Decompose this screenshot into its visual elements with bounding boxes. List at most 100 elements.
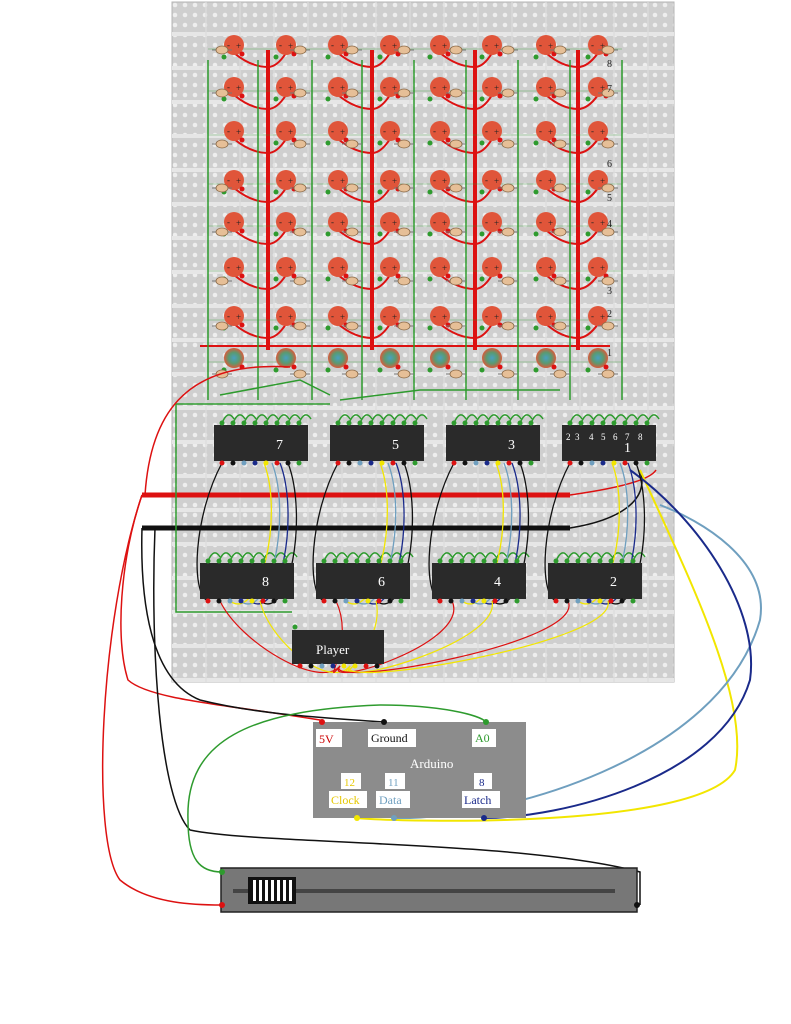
resistor xyxy=(215,321,229,331)
chip-label-1: 1 xyxy=(624,441,631,456)
svg-text:-: - xyxy=(331,262,334,272)
svg-text:+: + xyxy=(340,176,345,186)
svg-text:-: - xyxy=(485,311,488,321)
svg-text:+: + xyxy=(600,127,605,137)
slider-knob[interactable] xyxy=(248,877,296,904)
chip1-pin-label-3: 3 xyxy=(575,432,580,442)
resistor xyxy=(345,139,359,149)
led xyxy=(328,257,348,277)
svg-text:-: - xyxy=(331,175,334,185)
chip-1: 1 2 3 4 5 6 7 8 xyxy=(562,425,656,461)
resistor xyxy=(501,183,515,193)
led xyxy=(276,306,296,326)
resistor xyxy=(601,227,615,237)
led xyxy=(328,77,348,97)
resistor xyxy=(293,183,307,193)
resistor xyxy=(345,227,359,237)
led xyxy=(588,257,608,277)
svg-text:-: - xyxy=(279,217,282,227)
matrix-power-wiring xyxy=(200,50,610,350)
resistor xyxy=(449,45,463,55)
svg-text:-: - xyxy=(591,40,594,50)
resistor xyxy=(215,227,229,237)
led xyxy=(276,212,296,232)
svg-text:+: + xyxy=(600,83,605,93)
svg-text:-: - xyxy=(227,311,230,321)
svg-text:-: - xyxy=(227,217,230,227)
chip-label-8: 8 xyxy=(262,575,269,590)
svg-text:-: - xyxy=(433,262,436,272)
svg-text:-: - xyxy=(485,217,488,227)
resistor xyxy=(501,276,515,286)
resistor xyxy=(601,276,615,286)
svg-text:+: + xyxy=(392,312,397,322)
svg-text:-: - xyxy=(227,175,230,185)
svg-text:-: - xyxy=(331,82,334,92)
rgb-led xyxy=(276,348,296,368)
resistor xyxy=(501,139,515,149)
resistor xyxy=(345,321,359,331)
svg-text:+: + xyxy=(340,127,345,137)
led xyxy=(536,121,556,141)
svg-text:+: + xyxy=(392,218,397,228)
arduino-ground-label: Ground xyxy=(371,731,408,745)
led xyxy=(588,121,608,141)
resistor xyxy=(293,321,307,331)
resistor xyxy=(397,276,411,286)
resistor xyxy=(553,369,567,379)
resistor xyxy=(449,321,463,331)
svg-text:+: + xyxy=(392,263,397,273)
resistor xyxy=(293,45,307,55)
svg-text:+: + xyxy=(548,83,553,93)
svg-text:+: + xyxy=(392,83,397,93)
svg-text:-: - xyxy=(539,217,542,227)
resistor xyxy=(553,183,567,193)
svg-text:+: + xyxy=(288,41,293,51)
led xyxy=(430,77,450,97)
chip-3: 3 xyxy=(446,425,540,461)
led xyxy=(482,212,502,232)
resistor xyxy=(215,183,229,193)
resistor xyxy=(397,183,411,193)
led xyxy=(482,35,502,55)
chip-7: 7 xyxy=(214,425,308,461)
resistor-array xyxy=(212,45,618,379)
resistor xyxy=(501,321,515,331)
chip-label-2: 2 xyxy=(610,575,617,590)
led xyxy=(276,170,296,190)
led xyxy=(536,257,556,277)
svg-text:-: - xyxy=(331,40,334,50)
led xyxy=(588,306,608,326)
chip-4: 4 xyxy=(432,563,526,599)
svg-text:-: - xyxy=(433,126,436,136)
svg-text:+: + xyxy=(442,218,447,228)
svg-text:+: + xyxy=(548,218,553,228)
arduino-latch-label: Latch xyxy=(464,793,491,807)
svg-text:-: - xyxy=(433,82,436,92)
svg-text:+: + xyxy=(442,41,447,51)
chip-pins xyxy=(205,420,650,669)
svg-text:-: - xyxy=(433,40,436,50)
chip1-pin-label-4: 4 xyxy=(589,432,594,442)
svg-text:-: - xyxy=(591,175,594,185)
svg-text:-: - xyxy=(485,126,488,136)
svg-text:+: + xyxy=(340,312,345,322)
svg-text:-: - xyxy=(331,126,334,136)
resistor xyxy=(215,139,229,149)
svg-text:+: + xyxy=(600,176,605,186)
svg-text:+: + xyxy=(494,83,499,93)
resistor xyxy=(397,45,411,55)
resistor xyxy=(553,227,567,237)
resistor xyxy=(501,88,515,98)
rgb-led xyxy=(328,348,348,368)
svg-text:-: - xyxy=(279,82,282,92)
led xyxy=(430,257,450,277)
resistor xyxy=(601,45,615,55)
led xyxy=(380,77,400,97)
resistor xyxy=(293,88,307,98)
chip-label-3: 3 xyxy=(508,438,515,453)
resistor xyxy=(553,321,567,331)
row-label-8: 8 xyxy=(607,59,612,70)
led xyxy=(380,212,400,232)
svg-text:-: - xyxy=(227,126,230,136)
